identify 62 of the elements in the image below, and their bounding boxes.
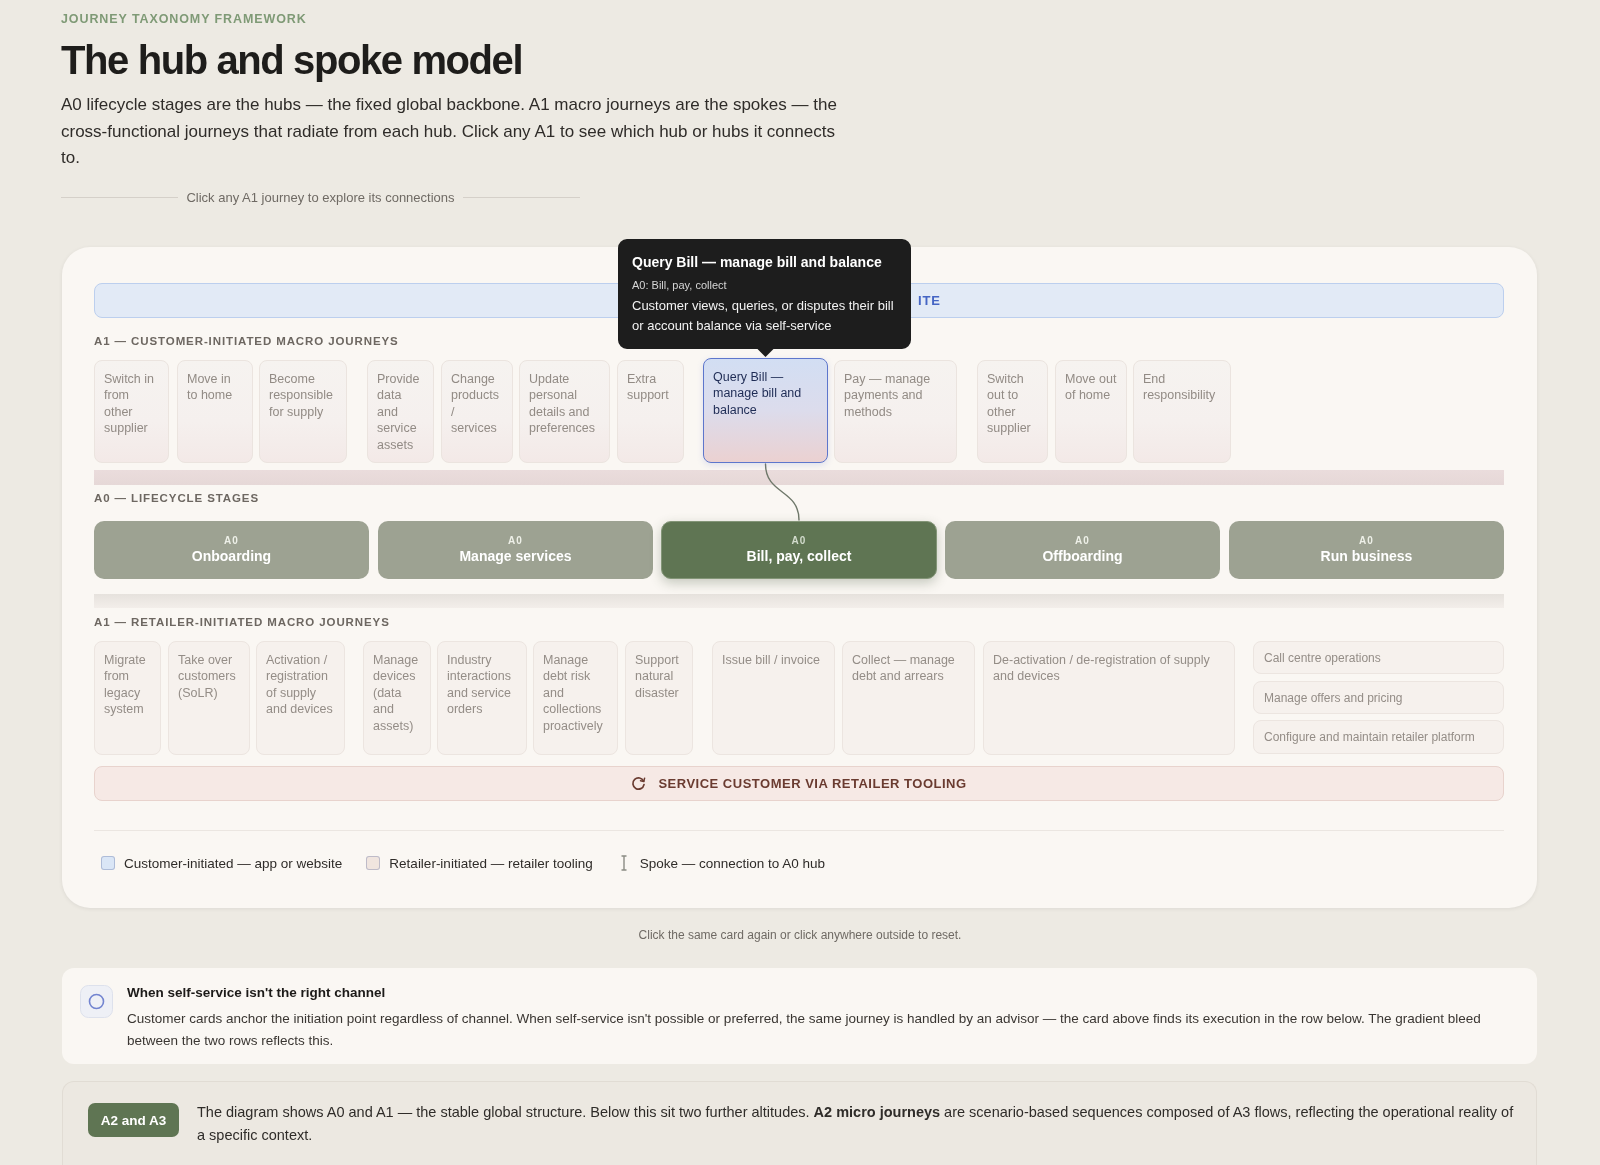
journey-card: Pay — manage payments and methods: [834, 360, 957, 463]
stage-name: Bill, pay, collect: [746, 547, 852, 566]
stage-code: A0: [1359, 534, 1374, 547]
hint-text: Click the same card again or click anywhere outside to reset.: [638, 928, 962, 942]
journey-card: Configure and maintain retailer platform: [1253, 720, 1504, 754]
journey-card: Manage debt risk and collections proactively: [533, 641, 618, 755]
section-heading: A0 — LIFECYCLE STAGES: [94, 492, 259, 504]
connector-line: [764, 463, 800, 521]
legend-text: Spoke — connection to A0 hub: [639, 855, 826, 871]
banner-bar: [94, 766, 1504, 801]
stage-tile: [945, 521, 1220, 579]
stage-code: A0: [791, 534, 807, 547]
journey-card: Industry interactions and service orders: [437, 641, 527, 755]
legend-text: Customer-initiated — app or website: [124, 855, 343, 871]
note-panel: [62, 968, 1537, 1064]
stage-name: Run business: [1320, 547, 1413, 566]
journey-card: Activation / registration of supply and devices: [256, 641, 345, 755]
journey-card: De-activation / de-registration of supply and devices: [983, 641, 1235, 755]
tooltip-title: Query Bill — manage bill and balance: [632, 253, 883, 272]
journey-card: Change products / services: [441, 360, 513, 463]
journey-card: Become responsible for supply: [259, 360, 347, 463]
journey-card: Move out of home: [1055, 360, 1127, 463]
journey-card: Update personal details and preferences: [519, 360, 610, 463]
stage-name: Manage services: [459, 547, 572, 566]
section-heading: A1 — RETAILER-INITIATED MACRO JOURNEYS: [94, 616, 390, 628]
intro-text: A0 lifecycle stages are the hubs — the fixed global backbone. A1 macro journeys are the spokes — the cross-functional journeys that radiate from each hub. Click any A1 to see which hub or hubs it connects to.: [61, 94, 838, 169]
journey-card: End responsibility: [1133, 360, 1231, 463]
level-badge: A2 and A3: [88, 1103, 179, 1137]
journey-card: Manage offers and pricing: [1253, 681, 1504, 714]
stage-tile: [1229, 521, 1504, 579]
section-heading: A1 — CUSTOMER-INITIATED MACRO JOURNEYS: [94, 335, 399, 347]
hint-text: Click any A1 journey to explore its connections: [186, 190, 455, 205]
stage-code: A0: [508, 534, 523, 547]
tooltip: [618, 239, 911, 357]
journey-card: Switch out to other supplier: [977, 360, 1048, 463]
legend-text: Retailer-initiated — retailer tooling: [389, 855, 593, 871]
note-text: Customer cards anchor the initiation point regardless of channel. When self-service isn't possible or preferred, the same journey is handled by an advisor — the card above finds its execution in the row below. The gradient bleed between the two rows reflects this.: [127, 1010, 1482, 1050]
info-panel: [62, 1081, 1537, 1165]
stage-tile: [661, 521, 937, 579]
stage-name: Onboarding: [191, 547, 272, 566]
journey-card: Take over customers (SoLR): [168, 641, 250, 755]
journey-card: Call centre operations: [1253, 641, 1504, 674]
stage-code: A0: [224, 534, 239, 547]
journey-card: Provide data and service assets: [367, 360, 434, 463]
journey-card: Migrate from legacy system: [94, 641, 161, 755]
note-title: When self-service isn't the right channel: [127, 985, 386, 1000]
journey-card: Query Bill — manage bill and balance: [703, 358, 828, 463]
journey-card: Manage devices (data and assets): [363, 641, 431, 755]
eyebrow-text: JOURNEY TAXONOMY FRAMEWORK: [61, 12, 307, 26]
journey-card: Collect — manage debt and arrears: [842, 641, 975, 755]
journey-card: Extra support: [617, 360, 684, 463]
stage-tile: [94, 521, 369, 579]
journey-card: Switch in from other supplier: [94, 360, 169, 463]
journey-card: Support natural disaster: [625, 641, 693, 755]
info-text: The diagram shows A0 and A1 — the stable global structure. Below this sit two further altitudes. A2 micro journeys are scenario-based sequences composed of A3 flows, reflecting the operational reality of a specific context.: [197, 1103, 1515, 1145]
stage-tile: [378, 521, 653, 579]
journey-card: Move in to home: [177, 360, 253, 463]
stage-code: A0: [1075, 534, 1090, 547]
journey-card: Issue bill / invoice: [712, 641, 835, 755]
stage-name: Offboarding: [1042, 547, 1123, 566]
page-title: The hub and spoke model: [61, 37, 523, 83]
banner-text: SERVICE CUSTOMER VIA RETAILER TOOLING: [658, 776, 967, 791]
